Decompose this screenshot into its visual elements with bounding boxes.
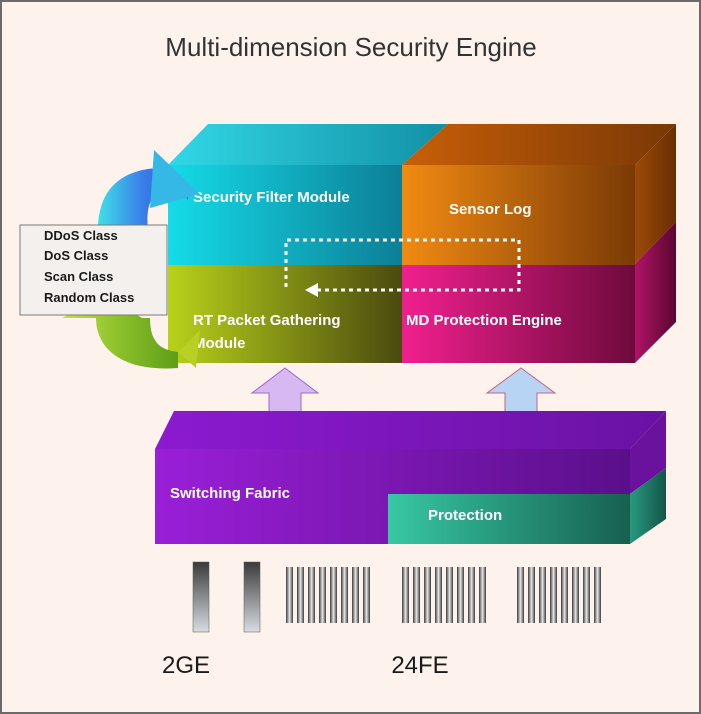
engine-cube: Security Filter Module Sensor Log RT Pac… xyxy=(168,124,676,363)
fe-port xyxy=(550,567,557,623)
fe-port xyxy=(286,567,293,623)
fe-port xyxy=(330,567,337,623)
ge-port xyxy=(192,561,210,633)
port-group xyxy=(192,561,601,633)
switching-fabric-slab: Switching Fabric Protection xyxy=(155,411,666,544)
md-protection-side-face xyxy=(635,222,676,363)
ge-port-label: 2GE xyxy=(162,652,210,679)
dotted-flow-arrow-head xyxy=(305,283,318,297)
fe-port xyxy=(572,567,579,623)
class-list: DDoS Class DoS Class Scan Class Random C… xyxy=(19,224,168,316)
fe-port xyxy=(352,567,359,623)
class-item: DoS Class xyxy=(44,248,108,263)
top-curved-arrow-head xyxy=(150,150,200,208)
bottom-curved-arrow-tail xyxy=(178,330,200,368)
fe-port-label: 24FE xyxy=(391,652,448,679)
fe-port xyxy=(319,567,326,623)
fe-port xyxy=(308,567,315,623)
fe-port xyxy=(363,567,370,623)
security-filter-top-face xyxy=(168,124,448,165)
fe-port xyxy=(402,567,409,623)
fe-port xyxy=(413,567,420,623)
fe-port xyxy=(539,567,546,623)
fe-port xyxy=(468,567,475,623)
fe-port xyxy=(424,567,431,623)
diagram-title: Multi-dimension Security Engine xyxy=(165,32,536,62)
fe-port xyxy=(479,567,486,623)
rt-packet-module-label: Module xyxy=(193,335,246,352)
dotted-flow-loop xyxy=(284,238,521,292)
protection-side-face xyxy=(630,468,666,544)
fe-port xyxy=(297,567,304,623)
fabric-side-face xyxy=(630,411,666,494)
sensor-log-top-face xyxy=(402,124,676,165)
fe-port xyxy=(583,567,590,623)
fe-port xyxy=(528,567,535,623)
fe-port xyxy=(594,567,601,623)
fe-port xyxy=(457,567,464,623)
protection-label: Protection xyxy=(428,507,502,524)
class-list-box xyxy=(19,224,168,316)
class-item: Scan Class xyxy=(44,269,113,284)
protection-block xyxy=(388,494,630,544)
fe-port xyxy=(517,567,524,623)
class-item: DDoS Class xyxy=(44,228,118,243)
sensor-log-side-face xyxy=(635,124,676,264)
fe-port xyxy=(446,567,453,623)
md-protection-engine-label: MD Protection Engine xyxy=(406,312,562,329)
security-filter-module-block xyxy=(168,165,402,265)
fabric-top-face xyxy=(155,411,666,449)
security-filter-module-label: Security Filter Module xyxy=(193,189,350,206)
sensor-log-label: Sensor Log xyxy=(449,201,532,218)
class-item: Random Class xyxy=(44,290,134,305)
ge-port xyxy=(243,561,261,633)
rt-packet-gathering-label: RT Packet Gathering xyxy=(193,312,341,329)
switching-fabric-label: Switching Fabric xyxy=(170,485,290,502)
fe-port xyxy=(435,567,442,623)
fe-port xyxy=(341,567,348,623)
fe-port xyxy=(561,567,568,623)
rt-packet-gathering-block xyxy=(168,265,402,363)
